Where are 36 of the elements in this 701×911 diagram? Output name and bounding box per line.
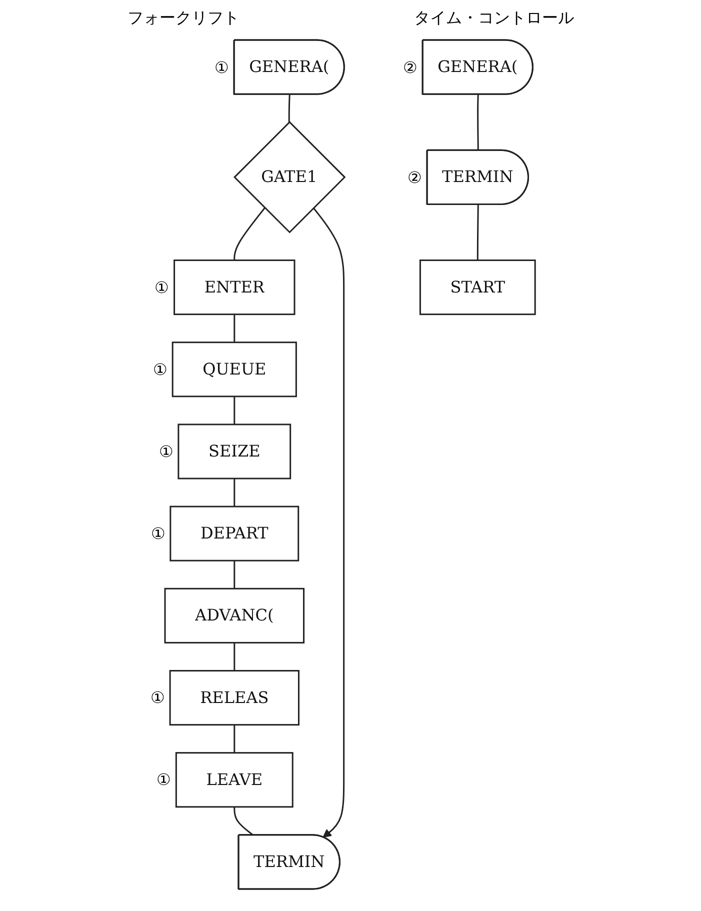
block-box: START — [420, 260, 536, 316]
connector-line — [234, 806, 254, 836]
terminate-block: TERMIN — [426, 149, 530, 205]
column-heading: フォークリフト — [127, 8, 240, 29]
circled-number: ① — [156, 770, 171, 790]
terminate-block: TERMIN — [238, 834, 341, 890]
connector-line — [288, 94, 291, 122]
circled-number: ① — [214, 58, 228, 77]
circled-number: ① — [150, 688, 164, 708]
connector-line — [234, 207, 266, 260]
circled-number: ② — [407, 168, 422, 187]
connector-line — [234, 478, 236, 507]
connector-line — [234, 396, 236, 424]
connector-line — [234, 314, 236, 342]
generate-block: GENERA( — [422, 39, 534, 95]
circled-number: ① — [154, 278, 169, 297]
circled-number: ① — [150, 524, 165, 544]
arrow — [313, 207, 346, 838]
connector-line — [477, 204, 480, 260]
block-box: LEAVE — [176, 752, 294, 808]
circled-number: ① — [153, 360, 168, 379]
block-box: ENTER — [174, 260, 296, 316]
gate-diamond: GATE1 — [234, 121, 346, 234]
connector-line — [234, 724, 236, 753]
connector-line — [478, 94, 480, 151]
column-heading: タイム・コントロール — [414, 8, 574, 29]
block-box: QUEUE — [172, 342, 298, 398]
block-box: ADVANC( — [164, 588, 305, 644]
circled-number: ① — [158, 442, 173, 461]
generate-block: GENERA( — [234, 39, 346, 95]
circled-number: ② — [403, 58, 418, 77]
connector-line — [234, 560, 236, 589]
connector-line — [234, 642, 236, 671]
block-box: DEPART — [170, 506, 300, 562]
block-box: RELEAS — [170, 670, 300, 726]
block-box: SEIZE — [178, 424, 292, 480]
